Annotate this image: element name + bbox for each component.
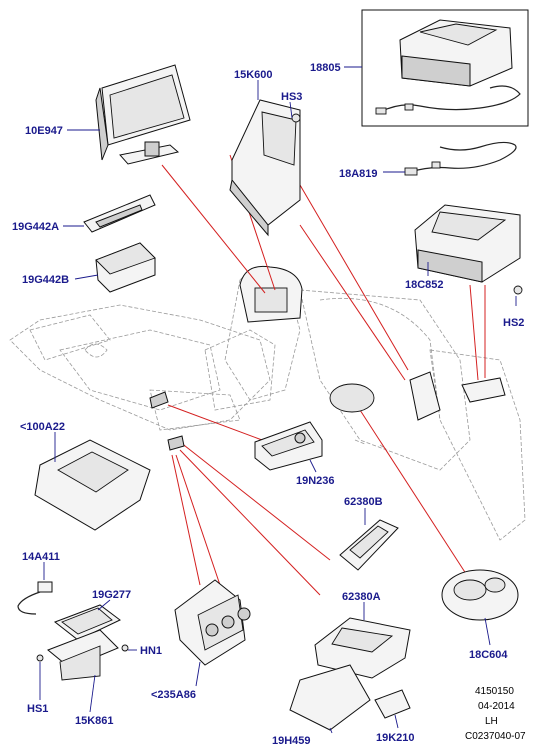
- label-19N236: 19N236: [296, 475, 335, 487]
- label-19H459: 19H459: [272, 735, 311, 747]
- label-HS2: HS2: [503, 317, 524, 329]
- label-15K861: 15K861: [75, 715, 114, 727]
- label-14A411: 14A411: [22, 551, 60, 563]
- label-18C852: 18C852: [405, 279, 444, 291]
- label-19K210: 19K210: [376, 732, 415, 744]
- part-19G277: [53, 604, 121, 641]
- footer-code: C0237040-07: [465, 731, 526, 742]
- label-62380B: 62380B: [344, 496, 383, 508]
- part-62380B-remote: [339, 519, 399, 571]
- label-19G277: 19G277: [92, 589, 131, 601]
- footer-ref: 4150150: [475, 686, 514, 697]
- connector-lines: [161, 154, 486, 596]
- part-15K600-module: [229, 99, 301, 237]
- part-19H459: [289, 664, 371, 731]
- hs1-screw-icon: [36, 654, 44, 662]
- part-19G442A: [83, 194, 156, 233]
- label-19G442A: 19G442A: [12, 221, 59, 233]
- label-19G442B: 19G442B: [22, 274, 69, 286]
- label-100A22: <100A22: [20, 421, 65, 433]
- part-14A411: [17, 581, 53, 615]
- part-18C852-module: [414, 204, 523, 295]
- part-18805-module: [361, 9, 529, 127]
- part-18C604-speaker: [441, 569, 519, 621]
- part-100A22-tray: [34, 439, 151, 531]
- part-19K210: [374, 689, 411, 719]
- part-62380A-console: [314, 617, 411, 679]
- footer-side: LH: [485, 716, 498, 727]
- label-18C604: 18C604: [469, 649, 508, 661]
- label-HS1: HS1: [27, 703, 48, 715]
- label-18A819: 18A819: [339, 168, 378, 180]
- vehicle-interior-outline: [9, 268, 526, 541]
- label-10E947: 10E947: [25, 125, 63, 137]
- footer-date: 04-2014: [478, 701, 515, 712]
- leader-lines: [39, 66, 517, 734]
- callout-labels: 18805 15K600 HS3 10E947 18A819 19G442A 1…: [12, 62, 524, 747]
- label-235A86: <235A86: [151, 689, 196, 701]
- part-10E947-display: [95, 64, 191, 165]
- part-235A86-bracket: [174, 579, 251, 666]
- part-18A819-cable: [404, 141, 517, 176]
- label-HS3: HS3: [281, 91, 302, 103]
- mounted-parts: [149, 371, 506, 451]
- label-62380A: 62380A: [342, 591, 381, 603]
- footer-info: 4150150 04-2014 LH C0237040-07: [465, 686, 526, 742]
- label-18805: 18805: [310, 62, 341, 74]
- part-19G442B: [95, 242, 156, 293]
- part-15K861: [47, 629, 119, 681]
- hn1-nut-icon: [121, 644, 129, 652]
- label-HN1: HN1: [140, 645, 162, 657]
- label-15K600: 15K600: [234, 69, 273, 81]
- part-19N236-panel: [254, 421, 323, 471]
- headrest-screen: [239, 265, 303, 323]
